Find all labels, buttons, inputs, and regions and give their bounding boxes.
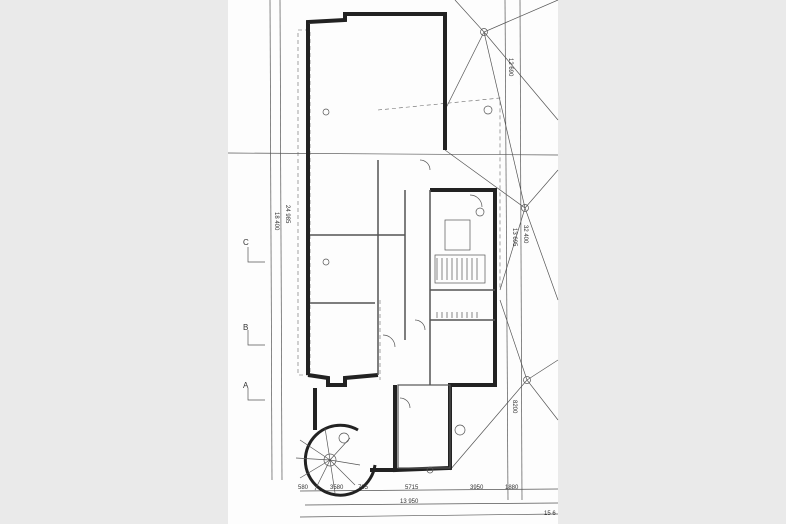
section-marker-b [247,330,265,346]
dimension-label: 5715 [405,485,419,491]
dimension-label: 13 950 [400,499,419,505]
dimension-line-left [279,0,283,481]
door [382,334,396,348]
room-number-marker [475,207,485,217]
dimension-label: 18 400 [273,212,279,231]
section-label-b: B [243,323,248,332]
section-label-a: A [243,381,249,390]
exterior-wall [307,373,379,387]
canopy-line [454,0,559,209]
room-number-marker [483,105,493,115]
column-marker [480,28,488,36]
room-number-marker [454,424,466,436]
exterior-wall [306,12,447,375]
canopy-line [449,379,559,471]
dimension-label: 3580 [330,485,344,491]
door [414,319,426,331]
room [397,384,451,469]
dimension-label: 1880 [505,485,519,491]
dimension-label: 580 [298,485,309,491]
canopy-line [483,31,559,121]
dimension-line-total2 [299,513,559,518]
column-marker [521,204,529,212]
door [419,159,431,171]
section-marker-c [247,247,265,263]
staircase [434,219,486,318]
room-number-marker [338,432,350,444]
fixture [322,258,330,266]
dimension-label: 24 985 [284,205,290,224]
dimension-label: 3950 [470,485,484,491]
spiral-staircase [295,423,377,497]
dimension-label: 32 400 [522,225,528,244]
dimension-line-left-outer [269,0,273,481]
column-marker [523,376,531,384]
dimension-label: 12 690 [507,58,513,77]
dimension-line-total [304,502,559,506]
dimension-label: 705 [358,485,369,491]
canopy-line [499,299,559,381]
canopy-line [444,0,559,111]
canopy-line [499,207,526,291]
section-label-c: C [243,238,249,247]
grid-line [227,152,559,156]
dimension-label: 8200 [511,400,517,414]
dimension-line-right-outer [519,0,523,501]
door [469,194,483,208]
dimension-label: 15 6 [544,511,556,517]
roof-outline [377,97,501,290]
dimension-line-right [504,0,509,501]
door [399,397,411,409]
section-marker-a [247,388,265,401]
dimension-label: 13 695 [511,228,517,247]
fixture [322,108,330,116]
dimension-line-bottom [299,488,559,492]
fixture [426,466,434,474]
